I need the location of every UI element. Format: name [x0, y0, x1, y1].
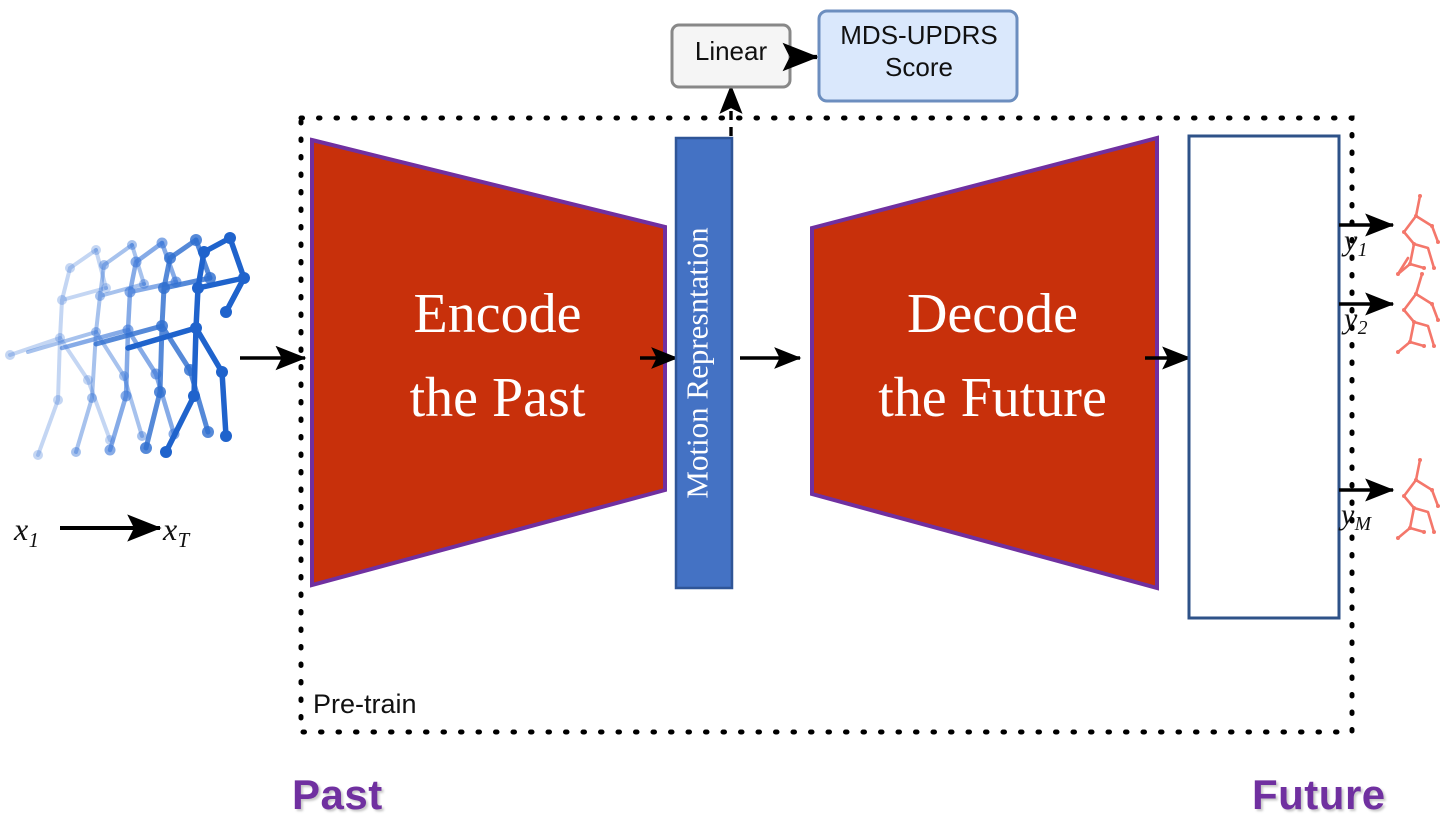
score-box[interactable] — [817, 9, 1019, 103]
output-box — [1187, 134, 1341, 620]
motion-representation-label: Motion Represntation — [671, 138, 725, 588]
output-skeleton-m — [1396, 458, 1440, 540]
input-last-frame-sub: T — [177, 528, 190, 552]
linear-box-label: Linear — [694, 36, 768, 66]
decoder-label: Decode the Future — [820, 272, 1165, 440]
output-label-m: yM — [1341, 498, 1371, 536]
encoder-shape — [310, 137, 667, 588]
input-last-frame-base: x — [163, 511, 178, 547]
past-label: Past — [292, 771, 383, 818]
decoder-label-line2: the Future — [878, 367, 1107, 429]
output-label-2-base: y — [1344, 302, 1358, 335]
input-first-frame-sub: 1 — [28, 528, 40, 552]
motion-representation-box — [674, 136, 734, 590]
output-label-1-base: y — [1344, 224, 1358, 257]
input-skeleton-sequence — [5, 232, 250, 460]
pretrain-boundary — [298, 115, 1355, 735]
input-last-frame-label: xT — [163, 511, 189, 552]
output-label-m-sub: M — [1354, 514, 1371, 536]
output-label-m-base: y — [1341, 498, 1355, 531]
output-skeleton-2 — [1396, 272, 1440, 354]
encoder-label: Encode the Past — [325, 272, 670, 440]
encoder-label-line2: the Past — [409, 367, 586, 429]
output-skeleton-1-joints — [1396, 194, 1440, 276]
score-label-line2: Score — [885, 52, 953, 82]
output-label-1-sub: 1 — [1357, 240, 1368, 262]
input-first-frame-base: x — [14, 511, 29, 547]
input-first-frame-label: x1 — [14, 511, 39, 552]
output-label-2-sub: 2 — [1357, 318, 1368, 340]
output-label-1: y1 — [1344, 224, 1368, 262]
decoder-shape — [810, 135, 1159, 591]
output-skeleton-1 — [1396, 194, 1440, 276]
score-label-line1: MDS-UPDRS — [840, 20, 998, 50]
decoder-label-line1: Decode — [906, 283, 1078, 345]
future-label: Future — [1252, 771, 1386, 818]
score-box-label: MDS-UPDRS Score — [824, 19, 1014, 83]
output-label-2: y2 — [1344, 302, 1368, 340]
output-skeleton-2-joints — [1396, 272, 1440, 354]
motion-representation-label-text: Motion Represntation — [680, 227, 716, 499]
output-skeleton-m-joints — [1396, 458, 1440, 540]
pretrain-boundary-label: Pre-train — [313, 689, 417, 719]
encoder-label-line1: Encode — [413, 283, 582, 345]
